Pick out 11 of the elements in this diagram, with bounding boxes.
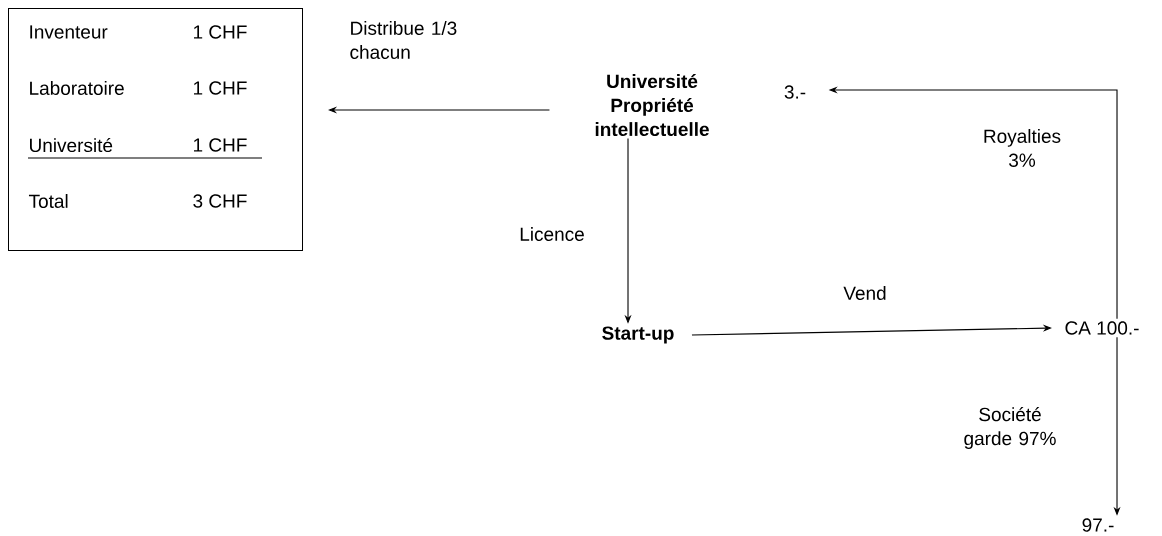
text-label: 97.-	[1082, 518, 1114, 532]
text-label: CA 100.-	[1065, 321, 1139, 335]
text-label: Start-up	[602, 326, 674, 344]
table-box: Inventeur 1 CHF Laboratoire 1 CHF Université 1 CHF Total 3 CHF	[8, 8, 303, 251]
edge-label: Royalties 3%	[984, 129, 1061, 167]
edge-label: Vend	[843, 286, 886, 300]
text-label: 3.-	[784, 85, 806, 99]
text-label: Université Propriété intellectuelle	[595, 73, 709, 137]
edge-label: Licence	[520, 227, 584, 241]
edge-label: Distribue 1/3 chacun	[350, 21, 457, 59]
edge-label: Société garde 97%	[964, 407, 1056, 449]
